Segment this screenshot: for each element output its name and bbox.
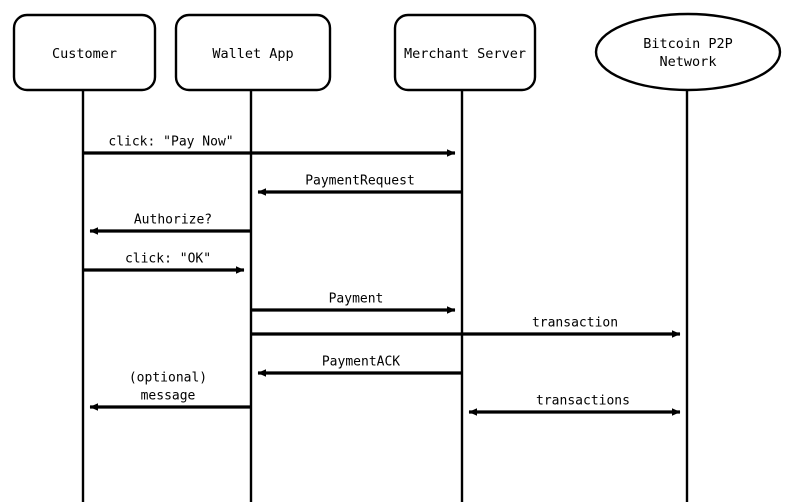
message-click-ok[interactable]: click: "OK" [83, 252, 245, 274]
message-label-payment-ack: PaymentACK [322, 355, 400, 370]
participant-wallet[interactable]: Wallet App [174, 13, 332, 92]
message-label-transaction: transaction [532, 316, 618, 331]
participant-box-customer [12, 13, 157, 92]
participant-box-merchant [393, 13, 537, 92]
message-label-click-pay-now: click: "Pay Now" [108, 135, 233, 150]
message-payment[interactable]: Payment [251, 292, 456, 314]
participant-box-wallet [174, 13, 332, 92]
participant-label-merchant: Merchant Server [404, 46, 526, 62]
message-label-payment-request: PaymentRequest [305, 174, 415, 189]
participant-label-network-line2: Network [660, 54, 717, 70]
participant-merchant[interactable]: Merchant Server [393, 13, 537, 92]
message-payment-ack[interactable]: PaymentACK [257, 355, 462, 377]
message-payment-request[interactable]: PaymentRequest [257, 174, 462, 196]
message-optional-message[interactable]: (optional) message [89, 371, 251, 411]
message-label-click-ok: click: "OK" [125, 252, 211, 267]
message-label-optional-message-line2: message [141, 389, 196, 404]
participant-label-customer: Customer [52, 46, 117, 62]
message-label-payment: Payment [329, 292, 384, 307]
participant-ellipse-network [594, 12, 782, 92]
participant-label-wallet: Wallet App [212, 46, 293, 62]
message-label-optional-message-line1: (optional) [129, 371, 207, 386]
message-label-authorize: Authorize? [134, 213, 212, 228]
message-click-pay-now[interactable]: click: "Pay Now" [83, 135, 456, 157]
message-transaction[interactable]: transaction [251, 316, 681, 338]
message-transactions[interactable]: transactions [468, 394, 681, 416]
participant-network[interactable]: Bitcoin P2P Network [594, 12, 782, 92]
message-authorize[interactable]: Authorize? [89, 213, 251, 235]
participant-label-network-line1: Bitcoin P2P [643, 36, 732, 52]
message-label-transactions: transactions [536, 394, 630, 409]
participant-customer[interactable]: Customer [12, 13, 157, 92]
